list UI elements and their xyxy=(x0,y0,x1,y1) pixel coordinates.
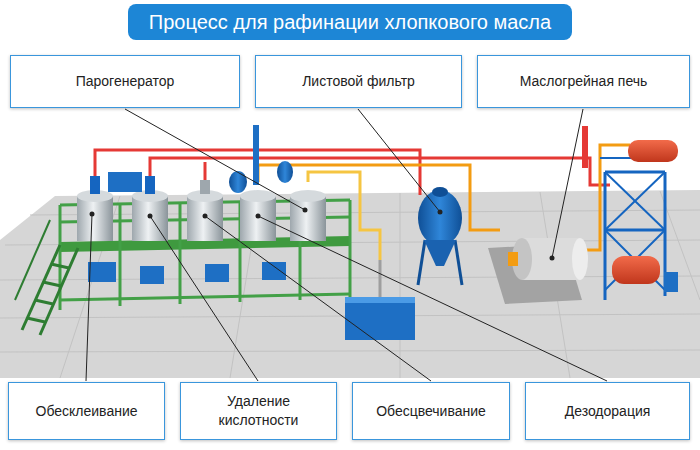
tower-beam xyxy=(605,171,665,174)
pump xyxy=(262,262,286,280)
leader-line xyxy=(205,216,431,381)
leader-dot xyxy=(303,208,308,213)
post xyxy=(349,200,352,298)
tower-brace xyxy=(605,172,665,230)
furnace-end xyxy=(572,238,588,280)
title-banner: Процесс для рафинации хлопкового масла xyxy=(128,4,572,40)
tower-leg xyxy=(604,172,607,300)
agitator-motor xyxy=(145,176,155,194)
water-tank xyxy=(108,172,142,192)
leader-dot xyxy=(438,210,443,215)
leader-dot xyxy=(256,214,261,219)
label-text: Обесцвечивание xyxy=(376,402,486,421)
red-pipe xyxy=(204,162,207,182)
grey-pipe xyxy=(379,260,382,300)
agitator-motor xyxy=(200,180,210,194)
stair-tread xyxy=(43,282,61,286)
label-text: Маслогрейная печь xyxy=(520,72,648,91)
leader-dot xyxy=(203,214,208,219)
leader-dot xyxy=(90,212,95,217)
label-box: Листовой фильтр xyxy=(255,55,462,108)
tower-brace xyxy=(605,230,665,290)
filter-vessel xyxy=(418,190,462,246)
oil-furnace xyxy=(508,238,588,280)
rail xyxy=(60,294,350,300)
stair-handrail xyxy=(15,220,50,300)
leader-line xyxy=(86,214,92,381)
label-box: Обесклеивание xyxy=(8,382,165,440)
tank-body xyxy=(132,196,168,241)
pump xyxy=(88,262,116,282)
tank-body xyxy=(77,196,113,241)
pipework xyxy=(95,145,630,300)
oil-tank-top xyxy=(345,297,415,303)
label-box: Обесцвечивание xyxy=(352,382,510,440)
vacuum-column xyxy=(253,125,259,185)
label-text: Удаление кислотности xyxy=(191,392,326,430)
pump xyxy=(205,264,229,282)
pump xyxy=(140,266,164,284)
label-box: Маслогрейная печь xyxy=(477,55,690,108)
label-box: Дезодорация xyxy=(525,382,690,440)
leader-line xyxy=(125,109,305,210)
barrel xyxy=(664,272,678,292)
vacuum-tank xyxy=(628,140,678,162)
deodorizer-tower xyxy=(582,126,678,300)
title-text: Процесс для рафинации хлопкового масла xyxy=(149,11,551,34)
leader-line xyxy=(150,216,258,381)
label-text: Парогенератор xyxy=(76,72,175,91)
tower-beam xyxy=(605,229,665,232)
tank-lid xyxy=(240,190,276,202)
stair-stringer xyxy=(22,245,60,330)
filter-leg xyxy=(455,240,462,285)
label-box: Удаление кислотности xyxy=(180,382,337,440)
stair-tread xyxy=(51,264,69,268)
tower-brace xyxy=(605,230,665,290)
separator xyxy=(277,161,293,183)
tile-line xyxy=(400,193,401,378)
stairs xyxy=(15,220,78,335)
leader-dots xyxy=(90,208,555,261)
tile-line xyxy=(0,350,700,352)
paved-floor xyxy=(0,190,700,378)
floor-tiles xyxy=(0,191,700,378)
leaders xyxy=(86,109,607,381)
leaf-filter xyxy=(418,187,462,285)
tower-brace xyxy=(605,172,665,230)
post xyxy=(179,203,182,304)
agitator-motor xyxy=(90,176,100,194)
tank-body xyxy=(240,196,276,241)
reaction-tanks xyxy=(77,125,326,241)
stair-tread xyxy=(35,300,53,304)
heat-tank xyxy=(612,256,660,284)
tank-lid xyxy=(290,190,326,202)
label-text: Дезодорация xyxy=(565,402,651,421)
leader-line xyxy=(552,109,583,258)
filter-top xyxy=(432,187,448,197)
post xyxy=(119,204,122,306)
leader-dot xyxy=(148,214,153,219)
oil-tank xyxy=(345,297,415,340)
label-text: Обесклеивание xyxy=(36,402,138,421)
filter-leg xyxy=(418,240,425,285)
label-text: Листовой фильтр xyxy=(302,72,415,91)
stair-stringer xyxy=(40,248,78,335)
filter-cone xyxy=(424,240,456,266)
tank-body xyxy=(187,196,223,241)
stair-tread xyxy=(27,318,45,322)
label-box: Парогенератор xyxy=(10,55,240,108)
burner xyxy=(508,252,518,266)
tank-body xyxy=(290,196,326,241)
condenser xyxy=(582,126,588,168)
tower-frame xyxy=(600,158,672,300)
separator xyxy=(229,171,247,193)
leader-dot xyxy=(550,256,555,261)
leader-line xyxy=(358,109,440,212)
leader-line xyxy=(258,216,607,381)
